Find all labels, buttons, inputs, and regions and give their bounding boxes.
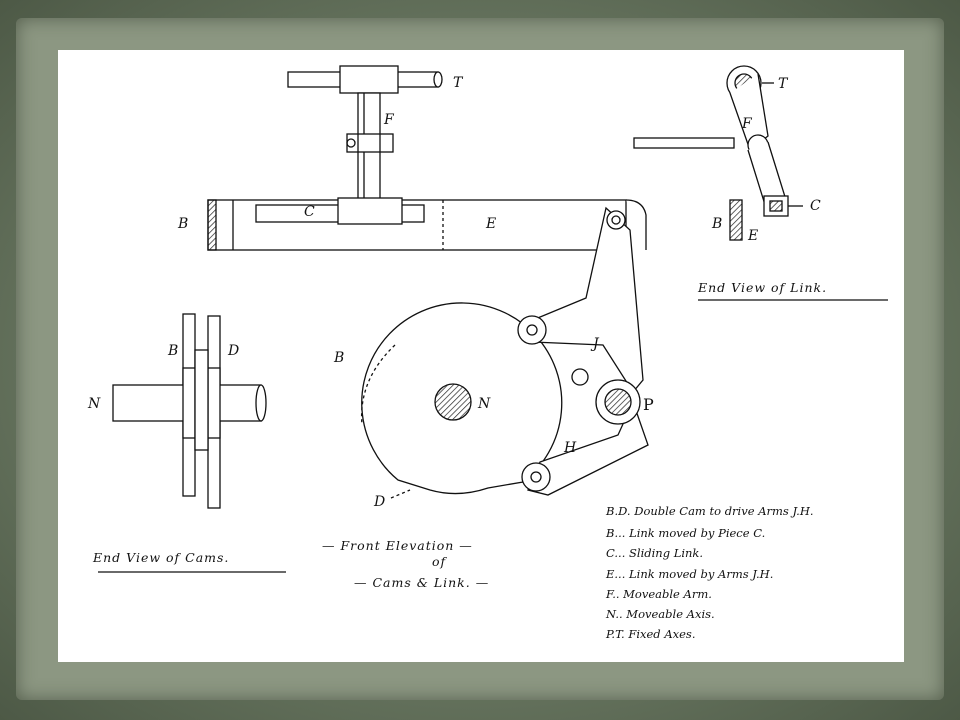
label-p-front: P: [643, 395, 654, 414]
caption-front-elevation-3: — Cams & Link. —: [354, 575, 489, 590]
legend-line-7: P.T. Fixed Axes.: [605, 627, 695, 641]
legend-line-6: N.. Moveable Axis.: [605, 607, 715, 621]
front-elevation-drawing: [360, 206, 649, 499]
label-f-top: F: [383, 112, 395, 128]
pivot-j-top: [606, 210, 626, 230]
label-b-end: B: [711, 216, 722, 232]
arm-j: [527, 206, 644, 394]
end-view-cams-drawing: [112, 313, 267, 509]
mechanical-drawing: T F C B E T F C B E: [87, 65, 888, 641]
legend-line-4: E... Link moved by Arms J.H.: [605, 567, 773, 581]
label-t-end: T: [778, 76, 789, 92]
arm-f-collar: [346, 133, 394, 153]
caption-front-elevation-2: of: [432, 554, 448, 569]
caption-front-elevation-1: — Front Elevation —: [322, 538, 473, 553]
legend-line-1: B.D. Double Cam to drive Arms J.H.: [605, 504, 814, 518]
slider-c: [337, 197, 403, 225]
legend: B.D. Double Cam to drive Arms J.H. B... …: [605, 504, 814, 641]
end-view-link-section: [729, 199, 743, 241]
shaft-t-hub: [339, 65, 399, 94]
label-c-end: C: [810, 198, 821, 214]
label-t-top: T: [453, 75, 464, 91]
label-d-front: D: [373, 494, 385, 510]
legend-line-5: F.. Moveable Arm.: [605, 587, 712, 601]
arm-h: [527, 400, 649, 496]
label-c-top: C: [304, 204, 315, 220]
top-view-assembly: [207, 65, 647, 251]
label-d-cams: D: [227, 343, 239, 359]
label-j-front: J: [590, 336, 600, 352]
label-b-front: B: [333, 350, 344, 366]
caption-end-view-link: End View of Link.: [697, 280, 827, 295]
link-b-end: [207, 199, 217, 251]
end-view-link-drawing: [633, 65, 803, 241]
label-b-top: B: [177, 216, 188, 232]
drawing-sheet: T F C B E T F C B E: [58, 50, 904, 662]
end-view-rod: [633, 137, 735, 149]
label-n-front: N: [477, 396, 491, 412]
label-h-front: H: [563, 440, 577, 456]
axis-n-section: [434, 383, 472, 421]
label-e-end: E: [747, 228, 758, 244]
label-f-end: F: [741, 116, 753, 132]
label-b-cams: B: [167, 343, 178, 359]
label-n-cams: N: [87, 396, 101, 412]
legend-line-3: C... Sliding Link.: [606, 546, 703, 560]
caption-end-view-cams: End View of Cams.: [92, 550, 229, 565]
label-e-top: E: [485, 216, 496, 232]
legend-line-2: B... Link moved by Piece C.: [605, 526, 765, 540]
